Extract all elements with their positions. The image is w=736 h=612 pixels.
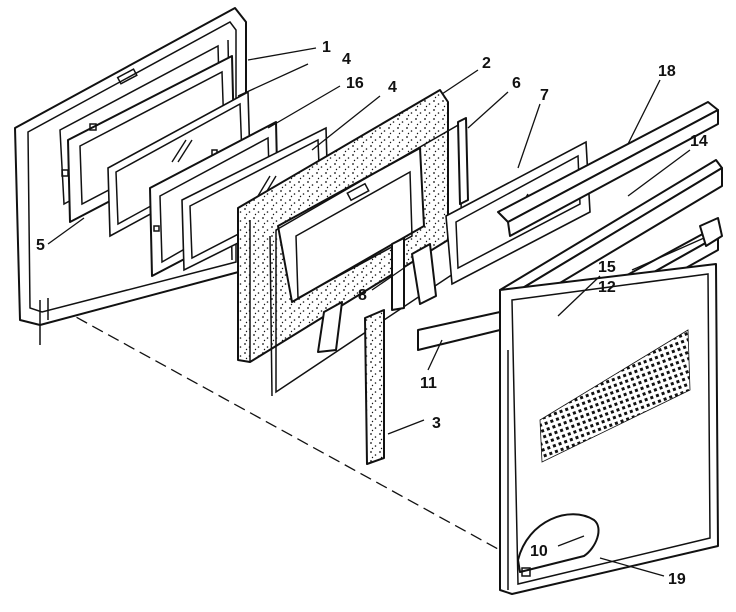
callout-16: 16 bbox=[346, 75, 364, 92]
leader-lines bbox=[47, 47, 705, 577]
callout-7: 7 bbox=[540, 87, 549, 104]
door-top-trim bbox=[497, 101, 719, 237]
callout-4-front: 4 bbox=[388, 79, 397, 96]
door-brackets bbox=[317, 237, 437, 353]
callout-12: 12 bbox=[598, 279, 616, 296]
callout-numbers: 1 4 16 4 2 6 7 18 14 5 8 15 12 11 3 10 1… bbox=[36, 39, 708, 588]
callout-3: 3 bbox=[432, 415, 441, 432]
insulation-strip bbox=[364, 309, 385, 465]
callout-18: 18 bbox=[658, 63, 676, 80]
door-seal-strip bbox=[417, 311, 501, 351]
callout-5: 5 bbox=[36, 237, 45, 254]
callout-1: 1 bbox=[322, 39, 331, 56]
outer-door-panel bbox=[499, 263, 719, 595]
callout-14: 14 bbox=[690, 133, 708, 150]
callout-2: 2 bbox=[482, 55, 491, 72]
callout-6: 6 bbox=[512, 75, 521, 92]
callout-8: 8 bbox=[358, 287, 367, 304]
door-side-strip bbox=[457, 117, 469, 205]
callout-19: 19 bbox=[668, 571, 686, 588]
callout-4-rear: 4 bbox=[342, 51, 351, 68]
callout-11: 11 bbox=[420, 375, 437, 392]
callout-15: 15 bbox=[598, 259, 616, 276]
callout-10: 10 bbox=[530, 543, 548, 560]
